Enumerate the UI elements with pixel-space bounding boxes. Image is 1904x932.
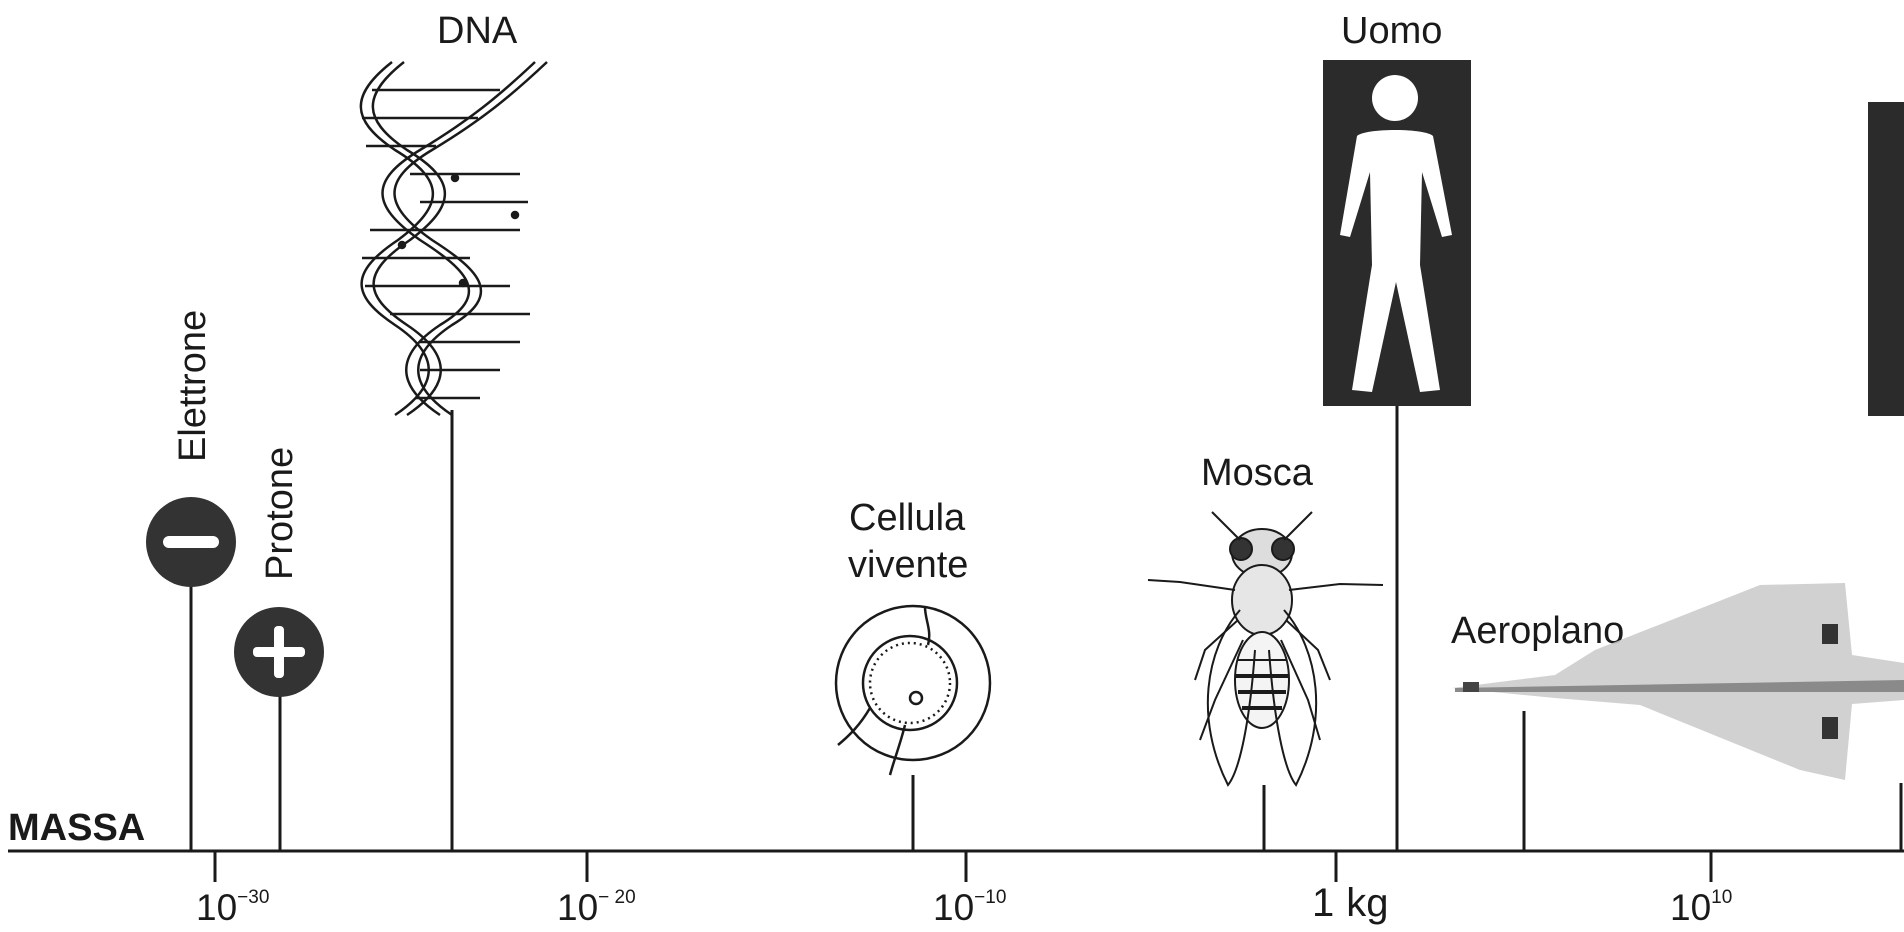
man-marker: Uomo — [1323, 10, 1471, 851]
fly-icon — [1148, 512, 1383, 785]
axis-title: MASSA — [8, 807, 145, 849]
cell-marker: Cellula vivente — [836, 497, 990, 851]
proton-label: Protone — [259, 447, 301, 580]
fly-marker: Mosca — [1148, 452, 1383, 851]
cropped-object-marker — [1868, 102, 1904, 851]
minus-icon — [163, 536, 219, 548]
tick-label-1e10: 1010 — [1670, 887, 1732, 928]
cell-icon — [836, 606, 990, 775]
electron-marker: Elettrone — [146, 310, 236, 851]
electron-label: Elettrone — [172, 310, 214, 462]
man-label: Uomo — [1341, 10, 1442, 52]
cropped-dark-panel — [1868, 102, 1904, 416]
proton-marker: Protone — [234, 447, 324, 851]
dna-marker: DNA — [361, 10, 547, 851]
tick-label-1e-10: 10−10 — [933, 887, 1006, 928]
airplane-marker: Aeroplano — [1451, 583, 1904, 851]
tick-label-1e-30: 10−30 — [196, 887, 269, 928]
cell-label-line1: Cellula — [849, 497, 966, 539]
fly-label: Mosca — [1201, 452, 1314, 494]
tick-label-1e-20: 10− 20 — [557, 887, 636, 928]
airplane-label: Aeroplano — [1451, 610, 1624, 652]
dna-label: DNA — [437, 10, 518, 52]
cell-label-line2: vivente — [848, 544, 968, 586]
dna-helix-icon — [361, 62, 547, 415]
